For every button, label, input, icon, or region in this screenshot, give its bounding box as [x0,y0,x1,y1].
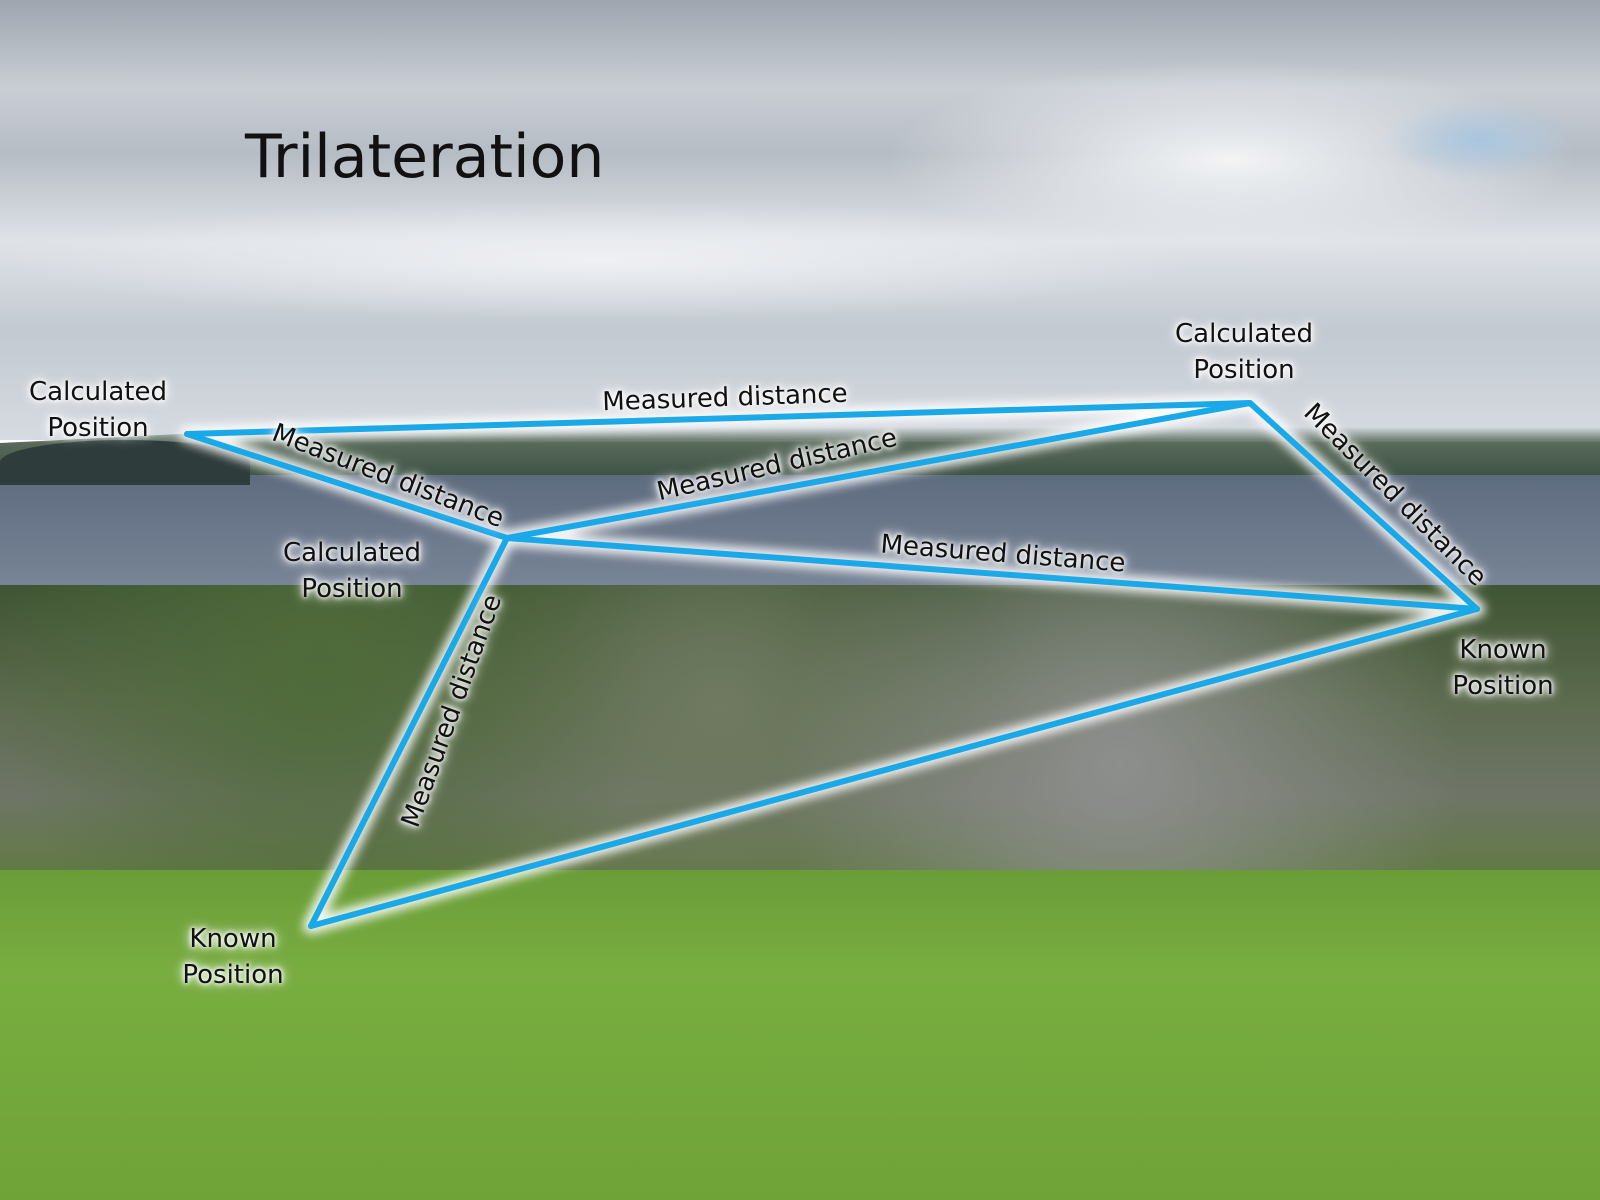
measured-distance-line-BD [1247,400,1480,612]
measured-distance-line-AB [184,400,1253,437]
measured-distance-line-ED [308,606,1480,929]
measured-distance-line-CE [308,535,510,929]
measured-distance-line-CB [504,400,1253,541]
page-title: Trilateration [245,122,605,192]
sky-background [0,0,1600,440]
cloud [0,200,1200,320]
measured-distance-line-CD [504,535,1480,612]
measured-distance-line-AC [184,431,510,541]
town [0,585,1600,885]
blue-sky-patch [1380,100,1580,180]
grass-foreground [0,870,1600,1200]
